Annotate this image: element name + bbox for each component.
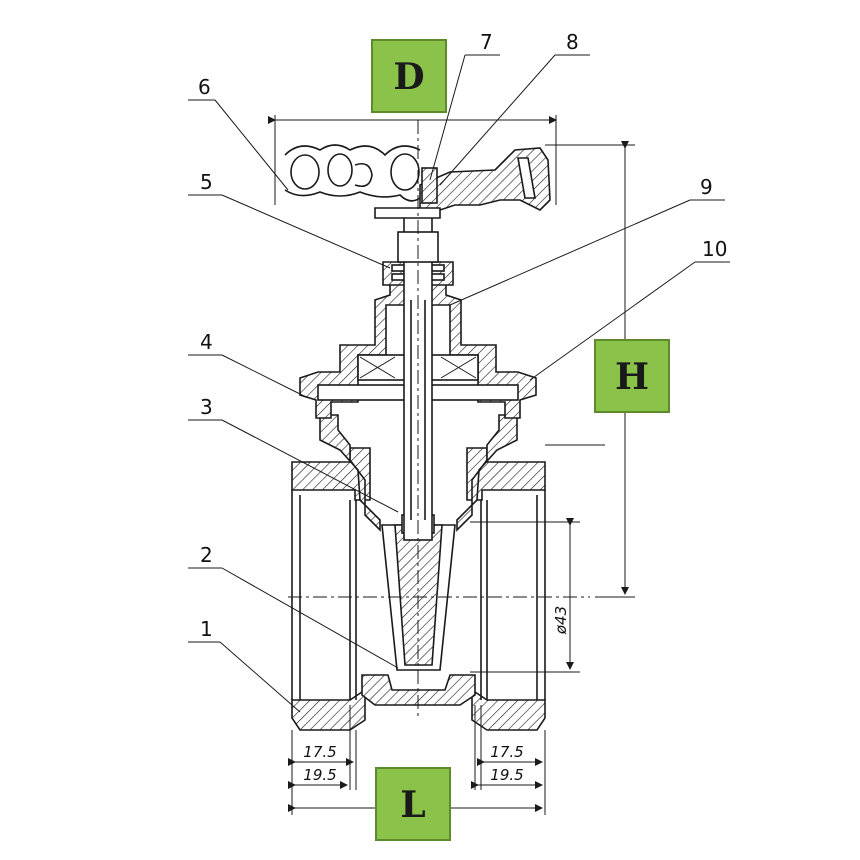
part-number-3: 3 bbox=[200, 395, 213, 419]
part-number-5: 5 bbox=[200, 170, 213, 194]
part-number-8: 8 bbox=[566, 30, 579, 54]
part-number-10: 10 bbox=[702, 237, 727, 261]
badge-d: D bbox=[371, 39, 447, 113]
diameter-label: ø43 bbox=[552, 606, 570, 635]
left-inner-label: 17.5 bbox=[303, 743, 336, 761]
center-lines bbox=[288, 120, 590, 720]
handwheel bbox=[284, 144, 551, 219]
right-inner-label: 17.5 bbox=[490, 743, 523, 761]
valve-body bbox=[291, 414, 546, 731]
part-callouts: 1 2 3 4 5 6 7 8 9 10 bbox=[188, 30, 730, 713]
badge-h: H bbox=[594, 339, 670, 413]
left-outer-label: 19.5 bbox=[303, 766, 336, 784]
right-outer-label: 19.5 bbox=[490, 766, 523, 784]
dimension-d bbox=[268, 115, 557, 205]
dimension-diameter: ø43 bbox=[470, 518, 580, 673]
part-number-2: 2 bbox=[200, 543, 213, 567]
svg-text:D: D bbox=[393, 56, 424, 98]
svg-text:L: L bbox=[400, 784, 425, 826]
part-number-4: 4 bbox=[200, 330, 213, 354]
part-number-9: 9 bbox=[700, 175, 713, 199]
badge-l: L bbox=[375, 767, 451, 841]
svg-text:H: H bbox=[615, 356, 649, 398]
part-number-7: 7 bbox=[480, 30, 493, 54]
part-number-6: 6 bbox=[198, 75, 211, 99]
part-number-1: 1 bbox=[200, 617, 213, 641]
